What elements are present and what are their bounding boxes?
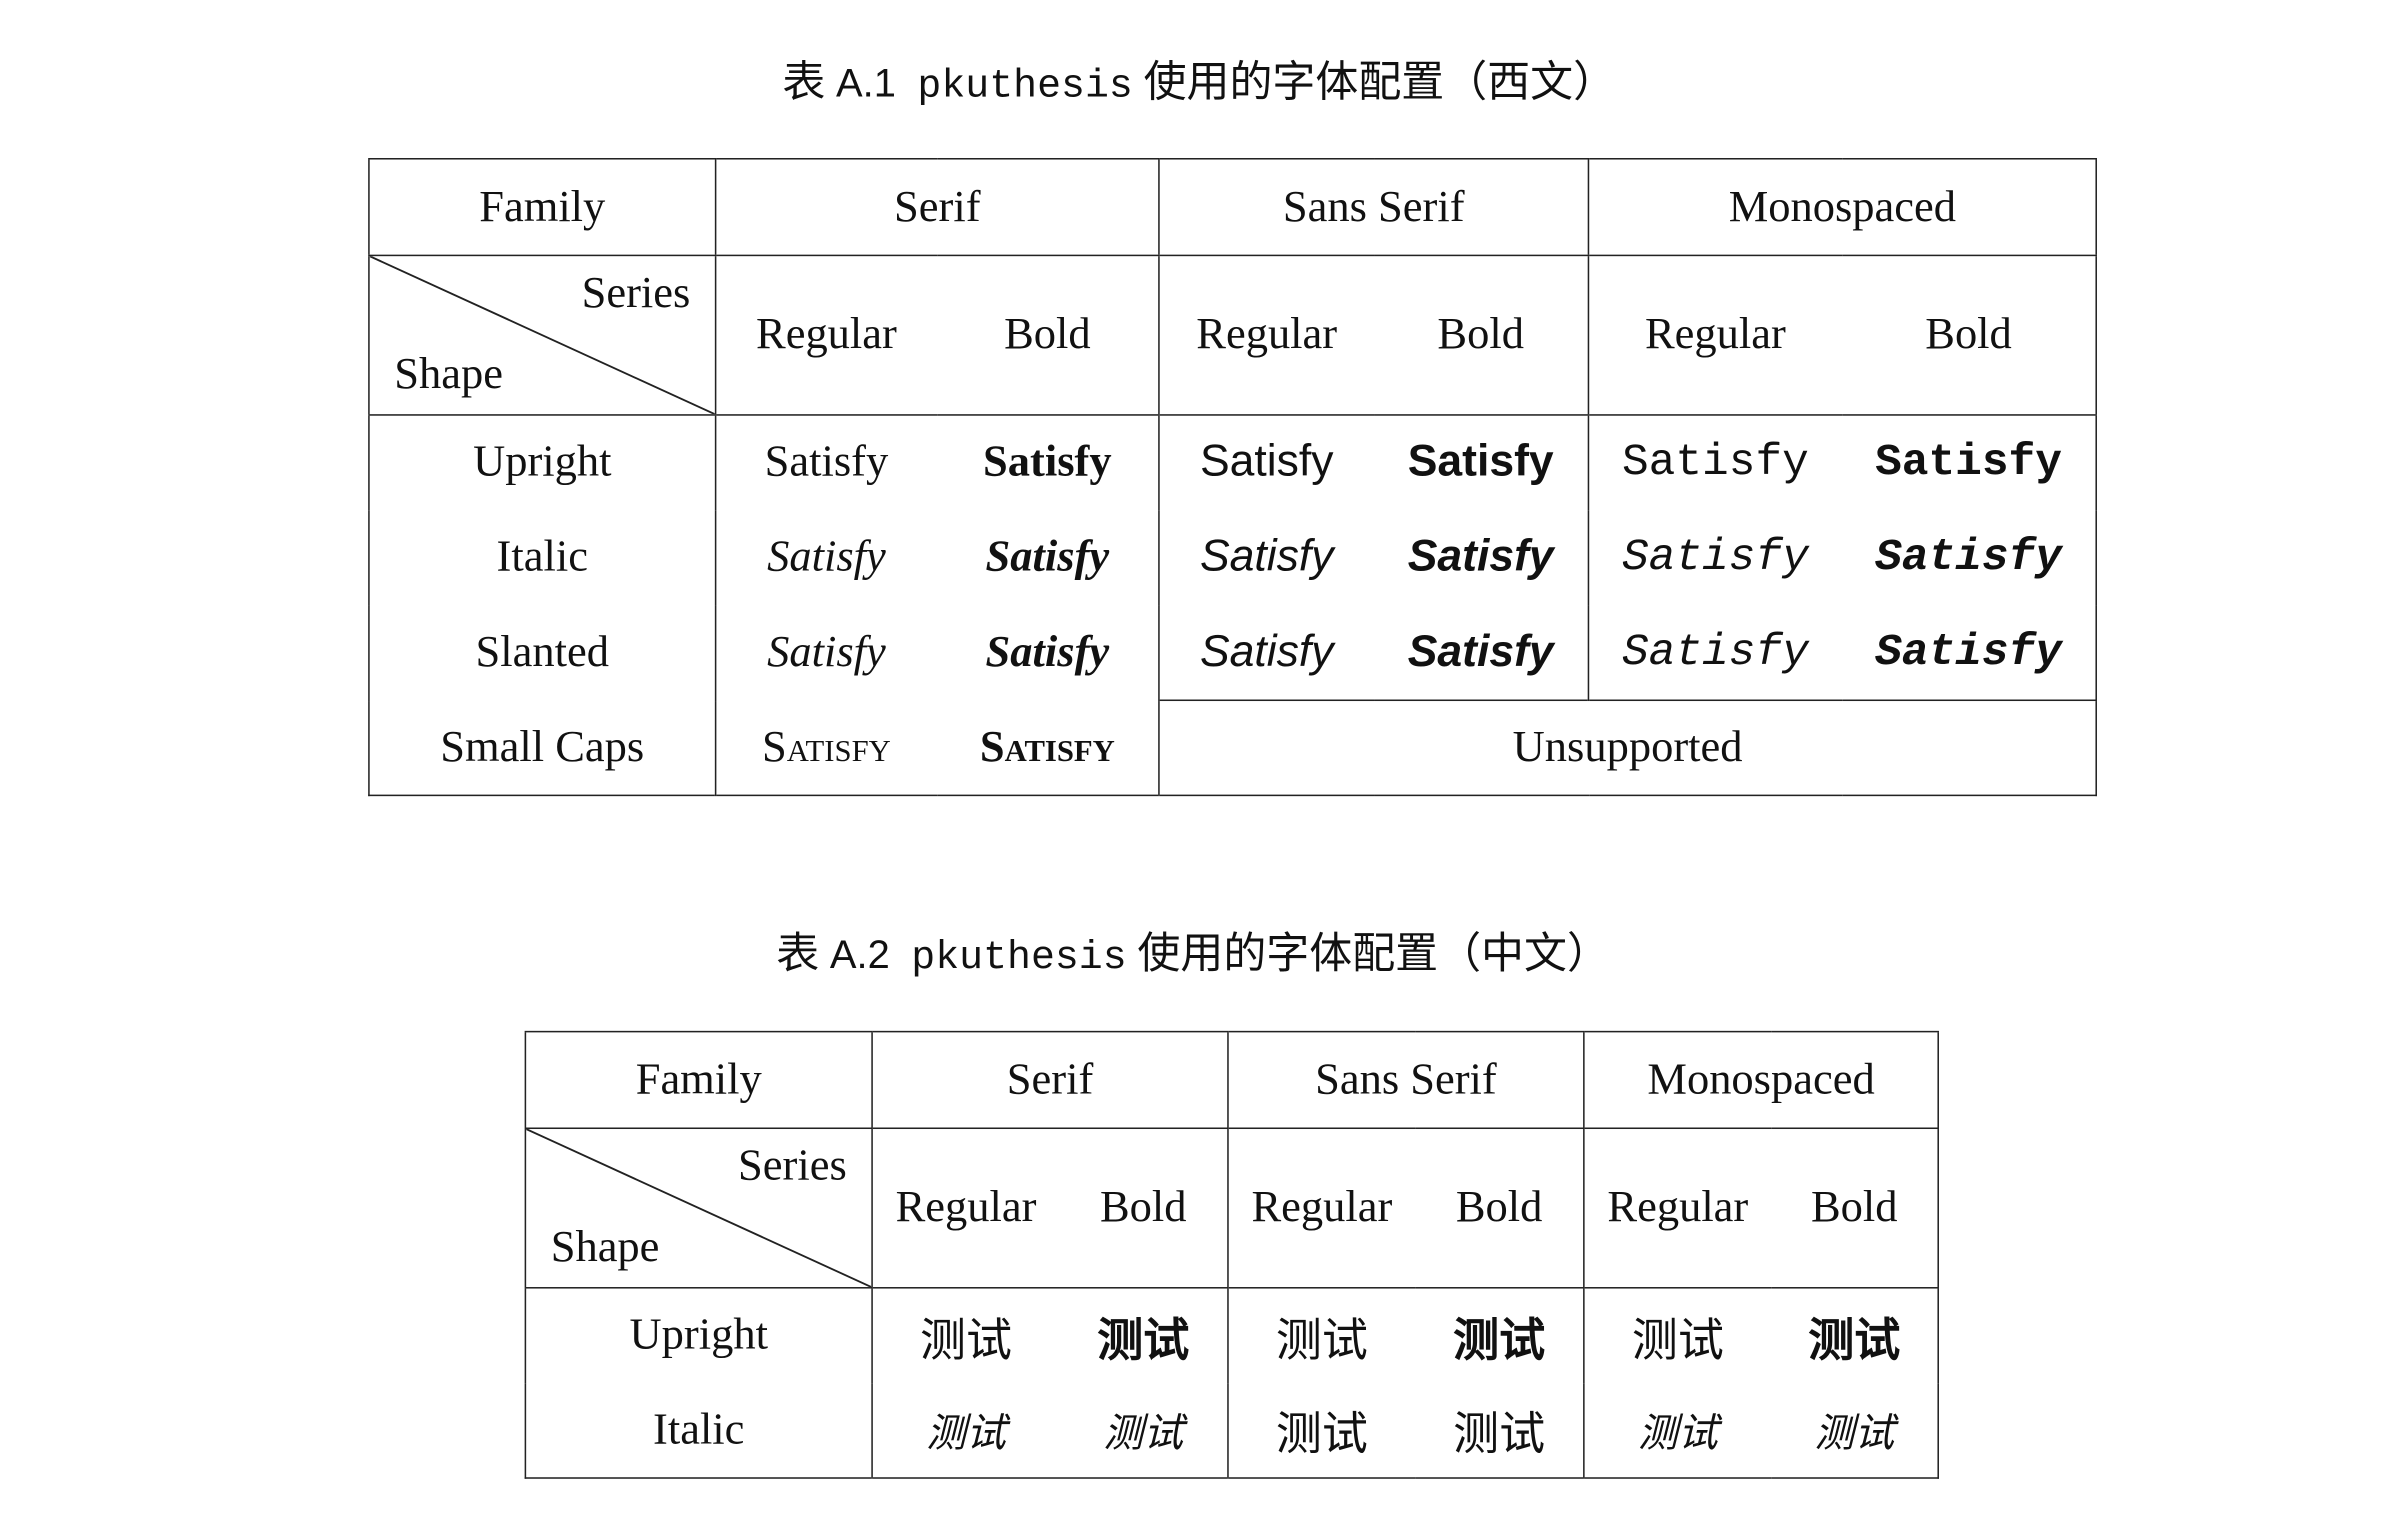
sample-sans-regular-slanted: Satisfy: [1158, 605, 1374, 701]
table-a2-caption: 表 A.2 pkuthesis 使用的字体配置（中文）: [776, 920, 1610, 981]
sample-serif-bold-italic: Satisfy: [985, 532, 1110, 582]
sample-mono-bold-upright: Satisfy: [1875, 437, 2062, 489]
family-monospaced: Monospaced: [1583, 1030, 1939, 1130]
sample-mono-bold-italic: 测试: [1814, 1410, 1895, 1457]
family-sans-serif: Sans Serif: [1158, 158, 1589, 257]
series-bold: Bold: [936, 254, 1159, 416]
series-regular: Regular: [1587, 254, 1842, 416]
series-bold: Bold: [1841, 254, 2097, 416]
series-header-row: Series Shape Regular Bold Regular Bold R…: [368, 254, 2097, 416]
sample-sans-regular-italic: 测试: [1227, 1382, 1416, 1479]
family-serif: Serif: [714, 158, 1159, 257]
caption-number: A.1: [836, 59, 896, 106]
diagonal-line: [370, 256, 715, 414]
series-bold: Bold: [1415, 1127, 1584, 1289]
series-regular: Regular: [1227, 1127, 1416, 1289]
caption-package: pkuthesis: [911, 934, 1127, 981]
caption-text: 使用的字体配置（西文）: [1143, 59, 1617, 108]
sample-serif-regular-upright: 测试: [871, 1287, 1060, 1383]
shape-label: Shape: [394, 349, 503, 399]
sample-sans-regular-upright: 测试: [1227, 1287, 1416, 1383]
sample-sans-bold-italic: Satisfy: [1407, 532, 1554, 582]
shape-upright: Upright: [629, 1310, 768, 1360]
sample-serif-regular-smallcaps: Satisfy: [714, 700, 937, 796]
shape-slanted: Slanted: [475, 627, 609, 677]
sample-mono-regular-italic: 测试: [1583, 1382, 1772, 1479]
table-a1-caption: 表 A.1 pkuthesis 使用的字体配置（西文）: [782, 49, 1616, 110]
caption-number: A.2: [829, 931, 890, 978]
sample-serif-regular-italic: Satisfy: [714, 510, 937, 606]
series-regular: Regular: [871, 1127, 1060, 1289]
family-monospaced: Monospaced: [1587, 158, 2097, 257]
series-regular: Regular: [714, 254, 937, 416]
row-upright: Upright Satisfy Satisfy Satisfy Satisfy …: [369, 414, 2096, 511]
family-header-row: Family Serif Sans Serif Monospaced: [525, 1030, 1939, 1130]
series-regular: Regular: [1158, 254, 1374, 416]
sample-sans-bold-slanted: Satisfy: [1407, 627, 1554, 677]
row-italic: Italic Satisfy Satisfy Satisfy Satisfy S…: [369, 510, 2096, 606]
shape-upright: Upright: [473, 437, 612, 487]
sample-sans-bold-upright: 测试: [1453, 1314, 1546, 1368]
sample-serif-bold-italic: 测试: [1103, 1410, 1184, 1457]
sample-sans-bold-italic: 测试: [1453, 1408, 1546, 1463]
table-a1-western-fonts: Family Serif Sans Serif Monospaced Serie…: [368, 158, 2098, 797]
caption-text: 使用的字体配置（中文）: [1137, 931, 1610, 979]
shape-label: Shape: [550, 1222, 660, 1272]
sample-mono-bold-upright: 测试: [1808, 1314, 1901, 1368]
sample-mono-regular-upright: 测试: [1583, 1287, 1772, 1383]
series-shape-diagonal-cell: Series Shape: [525, 1127, 873, 1289]
sample-sans-regular-upright: Satisfy: [1158, 414, 1374, 511]
caption-prefix: 表: [776, 931, 820, 979]
sample-mono-regular-slanted: Satisfy: [1587, 605, 1842, 701]
series-bold: Bold: [1059, 1127, 1228, 1289]
series-shape-diagonal-cell: Series Shape: [368, 254, 716, 416]
series-bold: Bold: [1771, 1127, 1939, 1289]
family-header-row: Family Serif Sans Serif Monospaced: [368, 158, 2097, 257]
row-slanted: Slanted Satisfy Satisfy Satisfy Satisfy …: [369, 605, 2096, 701]
family-header: Family: [525, 1030, 873, 1130]
unsupported-cell: Unsupported: [1158, 699, 2097, 796]
family-header: Family: [368, 158, 716, 257]
sample-serif-bold-smallcaps: Satisfy: [979, 722, 1115, 772]
shape-italic: Italic: [496, 532, 588, 582]
row-small-caps: Small Caps Satisfy Satisfy Unsupported: [369, 699, 2097, 796]
sample-sans-bold-upright: Satisfy: [1407, 437, 1554, 487]
series-label: Series: [581, 268, 691, 318]
table-a2-chinese-fonts: Family Serif Sans Serif Monospaced Serie…: [524, 1030, 1940, 1479]
series-label: Series: [738, 1141, 847, 1191]
sample-mono-bold-italic: Satisfy: [1875, 532, 2062, 583]
row-italic: Italic 测试 测试 测试 测试 测试 测试: [525, 1382, 1938, 1479]
sample-mono-regular-italic: Satisfy: [1587, 510, 1842, 606]
caption-package: pkuthesis: [917, 62, 1133, 109]
sample-serif-bold-upright: Satisfy: [983, 437, 1112, 487]
shape-small-caps: Small Caps: [440, 722, 645, 772]
sample-mono-bold-slanted: Satisfy: [1875, 627, 2062, 678]
sample-mono-regular-upright: Satisfy: [1587, 414, 1842, 511]
diagonal-line: [526, 1129, 871, 1287]
family-sans-serif: Sans Serif: [1227, 1030, 1584, 1130]
sample-serif-bold-slanted: Satisfy: [985, 627, 1110, 677]
sample-serif-regular-upright: Satisfy: [714, 414, 937, 511]
sample-serif-regular-slanted: Satisfy: [714, 605, 937, 701]
series-header-row: Series Shape Regular Bold Regular Bold R…: [525, 1127, 1939, 1289]
sample-sans-regular-italic: Satisfy: [1158, 510, 1374, 606]
sample-serif-bold-upright: 测试: [1097, 1314, 1190, 1368]
caption-prefix: 表: [782, 59, 826, 108]
series-regular: Regular: [1583, 1127, 1772, 1289]
family-serif: Serif: [871, 1030, 1228, 1130]
row-upright: Upright 测试 测试 测试 测试 测试 测试: [525, 1287, 1938, 1383]
sample-serif-regular-italic: 测试: [871, 1382, 1060, 1479]
shape-italic: Italic: [653, 1404, 745, 1454]
series-bold: Bold: [1373, 254, 1589, 416]
